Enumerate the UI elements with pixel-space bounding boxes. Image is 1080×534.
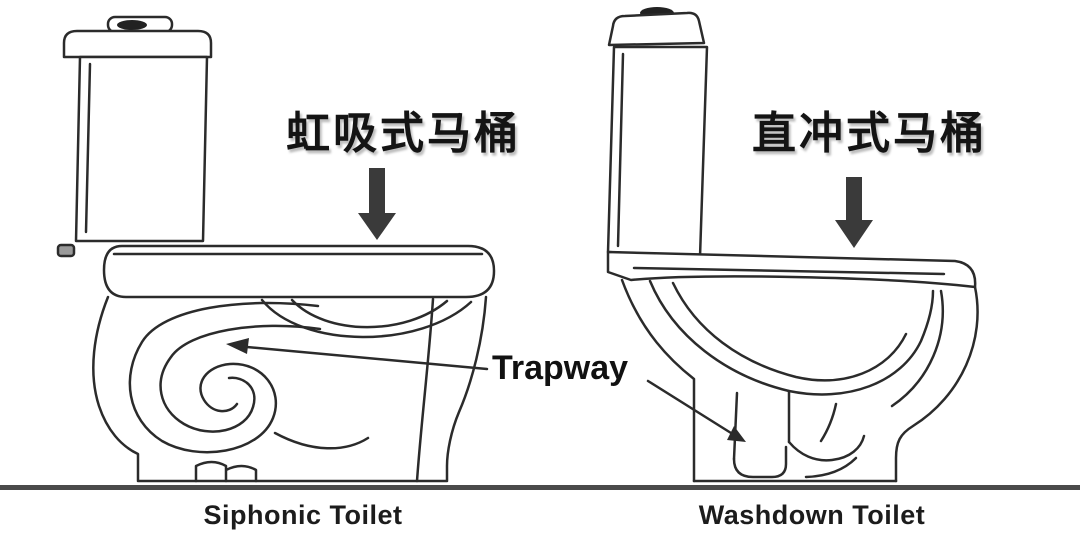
bowl-funnel-inner [671,281,908,382]
tank-lid [607,11,706,47]
water-seal-curve [787,434,866,462]
ground-line [0,485,1080,490]
washdown-en-label: Washdown Toilet [698,500,926,530]
seat [102,244,496,299]
trapway-pointer-left-line [245,345,489,371]
washdown-toilet-drawing [606,7,979,483]
rim-inner-line [632,266,946,276]
flush-button-dark [117,20,147,30]
down-arrow-right [835,177,873,248]
tank-body [74,55,209,243]
pedestal-left-edge [620,278,696,483]
trapway-pointers [226,338,746,442]
bowl-funnel-outer [648,279,935,396]
trapway-bottom-u [732,445,788,479]
base-feet [194,460,258,483]
trapway-pointer-right-line [646,379,733,435]
bowl-interior-inner [290,298,449,329]
siphonic-toilet-drawing [56,15,496,483]
tank-lid [62,29,213,59]
trapway-outflow [273,431,370,450]
trapway-vertical-walls [732,389,791,461]
bowl-interior-outer [260,298,473,339]
water-seal-curve2 [804,456,858,479]
trapway-siphon-outer [128,301,320,454]
trapway-arrowhead-left [226,338,249,354]
tank-shading-line [84,62,92,234]
siphonic-en-label: Siphonic Toilet [203,500,403,530]
trapway-arrowhead-right [727,426,746,442]
bowl-bottom-line [819,402,838,443]
flush-lever [56,243,76,258]
tank-shading-line [616,52,625,248]
rim [606,250,977,289]
down-arrow-left [358,168,396,240]
trapway-siphon-inner [159,324,322,433]
pedestal-front-line [415,297,435,483]
annotation-arrows [358,168,873,248]
siphonic-cn-label: 虹吸式马桶 [286,109,521,158]
bowl-outline [92,295,488,483]
washdown-cn-label: 直冲式马桶 [752,109,987,158]
shell-inner-right [890,289,944,408]
shell-outer-right [894,285,979,483]
trapway-label: Trapway [492,349,629,387]
